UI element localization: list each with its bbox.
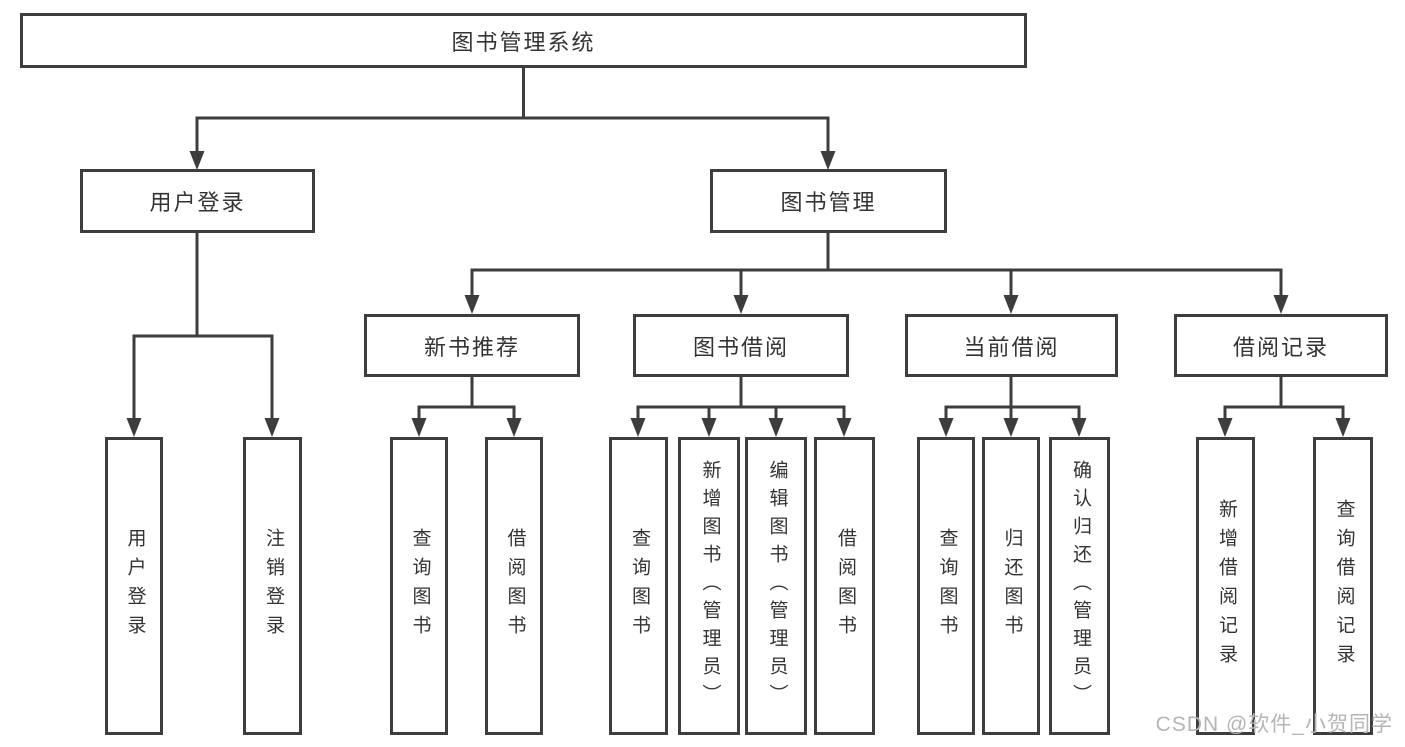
node-label: 借阅记录	[1232, 334, 1329, 360]
node-new-book-recommend: 新书推荐	[364, 314, 580, 377]
watermark-text: CSDN @软件_小贺同学	[1155, 713, 1393, 736]
leaf-add-book-admin: 新增图书（管理员）	[678, 437, 740, 735]
node-label: 图书管理系统	[451, 29, 596, 55]
node-book-management: 图书管理	[710, 169, 947, 233]
leaf-label: 借阅图书	[504, 528, 526, 644]
leaf-label: 查询借阅记录	[1333, 499, 1355, 673]
node-current-borrow: 当前借阅	[905, 314, 1118, 377]
leaf-label: 归还图书	[1001, 528, 1023, 644]
node-label: 用户登录	[149, 190, 246, 215]
leaf-label: 查询图书	[628, 528, 650, 644]
leaf-logout: 注销登录	[243, 437, 302, 735]
leaf-label: 查询图书	[409, 528, 431, 644]
leaf-label: 借阅图书	[834, 528, 856, 644]
leaf-edit-book-admin: 编辑图书（管理员）	[745, 437, 807, 735]
leaf-query-books-current: 查询图书	[917, 437, 975, 735]
leaf-label: 用户登录	[124, 528, 146, 644]
leaf-label: 编辑图书（管理员）	[766, 460, 788, 712]
node-label: 当前借阅	[963, 334, 1060, 360]
node-user-login: 用户登录	[80, 169, 315, 233]
leaf-user-login: 用户登录	[105, 437, 163, 735]
leaf-label: 注销登录	[262, 528, 284, 644]
node-label: 图书借阅	[692, 334, 789, 360]
leaf-label: 新增图书（管理员）	[699, 460, 721, 712]
leaf-borrow-books-recommend: 借阅图书	[485, 437, 543, 735]
node-label: 图书管理	[780, 190, 877, 215]
node-borrow-record: 借阅记录	[1174, 314, 1388, 377]
leaf-query-books-borrow: 查询图书	[609, 437, 668, 735]
node-book-borrow: 图书借阅	[633, 314, 849, 377]
leaf-label: 确认归还（管理员）	[1069, 460, 1091, 712]
leaf-confirm-return-admin: 确认归还（管理员）	[1049, 437, 1110, 735]
leaf-query-books-recommend: 查询图书	[390, 437, 448, 735]
leaf-label: 查询图书	[936, 528, 958, 644]
leaf-borrow-books: 借阅图书	[814, 437, 875, 735]
leaf-query-borrow-record: 查询借阅记录	[1313, 437, 1373, 735]
leaf-label: 新增借阅记录	[1215, 499, 1237, 673]
node-library-management-system: 图书管理系统	[20, 13, 1027, 68]
node-label: 新书推荐	[423, 334, 520, 360]
arrowheads	[126, 151, 1351, 437]
leaf-add-borrow-record: 新增借阅记录	[1196, 437, 1255, 735]
leaf-return-book: 归还图书	[982, 437, 1040, 735]
